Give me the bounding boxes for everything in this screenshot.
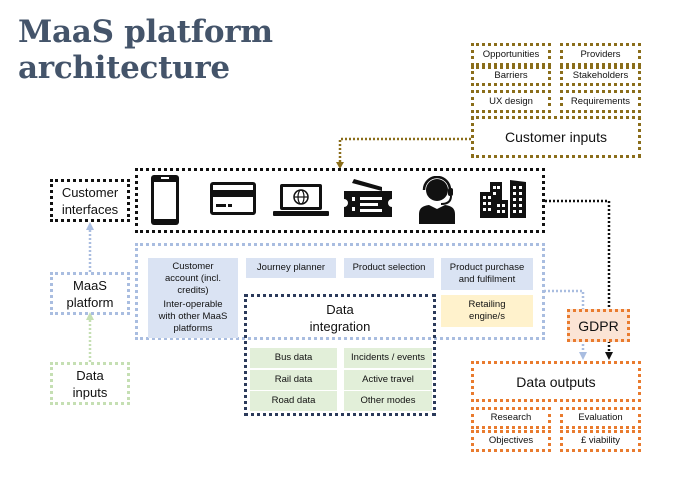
label: Providers <box>580 48 621 60</box>
label: Evaluation <box>578 412 623 423</box>
label: and fulfilment <box>458 274 516 285</box>
label: Data outputs <box>516 373 596 390</box>
connector-platform-outputs <box>544 289 585 352</box>
data-outputs-box: Data outputs <box>471 361 641 402</box>
data-inputs-box: Data inputs <box>50 362 130 405</box>
page-title: MaaS platform architecture <box>18 14 273 86</box>
customer-input-providers: Providers <box>560 43 641 66</box>
label: Product selection <box>352 262 426 273</box>
label: Journey planner <box>256 262 326 273</box>
label: integration <box>309 319 371 334</box>
label: Retailing <box>468 299 506 310</box>
data-item-road: Road data <box>250 391 337 411</box>
gdpr-box: GDPR <box>567 309 630 342</box>
customer-input-barriers: Barriers <box>471 66 551 86</box>
buildings-icon <box>480 180 526 218</box>
customer-interfaces-icons-box <box>135 168 545 233</box>
arrowhead-outputs-blue <box>579 352 587 360</box>
label: platform <box>66 294 114 310</box>
data-item-active-travel: Active travel <box>344 370 432 390</box>
label: Customer <box>172 261 214 272</box>
label: Rail data <box>274 374 313 385</box>
label: Other modes <box>360 395 416 406</box>
ticket-icon <box>344 179 392 217</box>
label: Road data <box>271 395 316 406</box>
data-integration-box <box>244 294 436 416</box>
connector-interfaces-outputs <box>545 199 611 352</box>
customer-input-opportunities: Opportunities <box>471 43 551 66</box>
label: Bus data <box>274 352 313 363</box>
maas-platform-container <box>135 243 545 340</box>
label: Product purchase <box>449 262 525 273</box>
label: Objectives <box>488 435 534 446</box>
product-purchase-box: Product purchase and fulfilment <box>441 258 533 290</box>
label: Inter-operable <box>163 299 223 310</box>
customer-inputs-box: Customer inputs <box>471 116 641 158</box>
customer-input-requirements: Requirements <box>560 90 641 113</box>
label: engine/s <box>469 311 505 322</box>
connector-customer-inputs <box>338 137 471 164</box>
label: Opportunities <box>482 48 540 60</box>
label: Stakeholders <box>572 70 629 81</box>
label: Data <box>76 367 104 383</box>
laptop-web-icon <box>273 184 329 216</box>
label: Active travel <box>362 374 414 385</box>
label: interfaces <box>61 201 119 217</box>
label: GDPR <box>578 317 619 334</box>
data-output-viability: £ viability <box>560 430 641 452</box>
label: £ viability <box>580 435 621 446</box>
journey-planner-box: Journey planner <box>246 258 336 278</box>
product-selection-box: Product selection <box>344 258 434 278</box>
label: with other MaaS <box>158 311 228 322</box>
label: Research <box>490 412 532 423</box>
data-item-incidents: Incidents / events <box>344 348 432 368</box>
label: Data <box>326 302 354 317</box>
arrowhead-interfaces <box>86 222 94 230</box>
data-item-other-modes: Other modes <box>344 391 432 411</box>
customer-input-stakeholders: Stakeholders <box>560 66 641 86</box>
credit-card-icon <box>210 182 256 215</box>
data-output-objectives: Objectives <box>471 430 551 452</box>
label: credits) <box>177 285 209 296</box>
title-line-2: architecture <box>18 50 230 86</box>
label: platforms <box>173 323 213 334</box>
data-output-evaluation: Evaluation <box>560 407 641 429</box>
customer-inputs-label: Customer inputs <box>505 129 607 145</box>
label: account (incl. <box>165 273 221 284</box>
arrowhead-outputs <box>605 352 613 360</box>
arrowhead-platform <box>86 312 94 320</box>
data-output-research: Research <box>471 407 551 429</box>
data-integration-label: Data integration <box>248 300 432 336</box>
retailing-engine-box: Retailing engine/s <box>441 295 533 327</box>
data-item-bus: Bus data <box>250 348 337 368</box>
customer-input-ux-design: UX design <box>471 90 551 113</box>
customer-interfaces-box: Customer interfaces <box>50 179 130 222</box>
title-line-1: MaaS platform <box>18 14 273 50</box>
label: Barriers <box>494 70 528 81</box>
smartphone-icon <box>151 175 179 225</box>
label: UX design <box>489 95 533 107</box>
label: inputs <box>72 384 108 400</box>
label: Customer <box>61 184 119 200</box>
maas-platform-box: MaaS platform <box>50 272 130 315</box>
data-item-rail: Rail data <box>250 370 337 390</box>
label: Requirements <box>570 95 631 107</box>
arrowhead-customer-inputs <box>336 162 344 169</box>
label: Incidents / events <box>351 352 425 363</box>
customer-account-box: Customer account (incl. credits) Inter-o… <box>148 258 238 338</box>
label: MaaS <box>73 277 107 293</box>
call-centre-agent-icon <box>419 176 455 224</box>
